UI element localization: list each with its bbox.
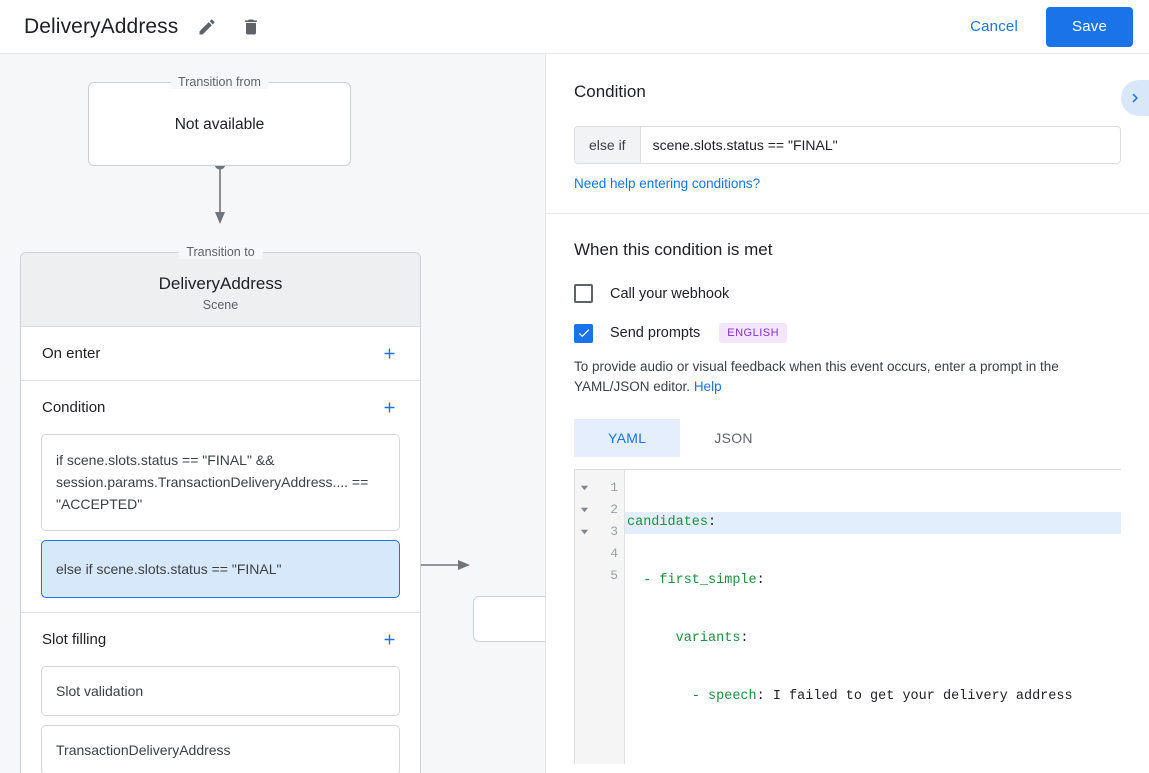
section-title-on-enter: On enter xyxy=(42,345,101,362)
tab-yaml[interactable]: YAML xyxy=(574,419,681,457)
condition-item-if[interactable]: if scene.slots.status == "FINAL" && sess… xyxy=(41,434,400,531)
cancel-button[interactable]: Cancel xyxy=(956,10,1032,43)
yaml-colon: : xyxy=(756,573,765,588)
editor-code-area[interactable]: candidates: - first_simple: variants: - … xyxy=(625,470,1121,764)
transition-to-node[interactable]: Transition to DeliveryAddress Scene On e… xyxy=(20,245,421,773)
yaml-code-editor[interactable]: 1 2 3 xyxy=(574,469,1121,764)
transition-from-title: Not available xyxy=(174,116,265,133)
yaml-colon: : xyxy=(708,515,717,530)
gutter-line: 3 xyxy=(575,520,624,542)
when-met-heading: When this condition is met xyxy=(574,240,773,259)
editor-gutter: 1 2 3 xyxy=(575,470,625,764)
send-prompts-label: Send prompts xyxy=(610,325,701,341)
code-line-1[interactable]: candidates: xyxy=(625,512,1121,534)
condition-detail-panel: Condition else if Need help entering con… xyxy=(545,54,1149,773)
send-prompts-row[interactable]: Send prompts ENGLISH xyxy=(574,323,1121,343)
code-line-4[interactable]: - speech: I failed to get your delivery … xyxy=(625,686,1121,708)
condition-help-link[interactable]: Need help entering conditions? xyxy=(574,176,761,191)
line-number: 3 xyxy=(610,523,618,539)
top-app-bar: DeliveryAddress Cancel Save xyxy=(0,0,1149,54)
condition-item-else-if[interactable]: else if scene.slots.status == "FINAL" xyxy=(41,540,400,598)
yaml-dash: - xyxy=(691,689,709,704)
section-title-condition: Condition xyxy=(42,399,106,416)
yaml-colon: : xyxy=(740,631,749,646)
yaml-indent xyxy=(627,573,643,588)
send-prompts-checkbox[interactable] xyxy=(574,323,593,343)
page-title: DeliveryAddress xyxy=(24,14,179,38)
slot-filling-list: Slot validation TransactionDeliveryAddre… xyxy=(21,666,420,773)
scene-type: Scene xyxy=(202,298,239,312)
transition-from-node[interactable]: Transition from Not available xyxy=(88,75,351,166)
chevron-right-icon[interactable] xyxy=(1121,80,1149,116)
section-slot-filling: Slot filling Slot validation Transaction… xyxy=(21,613,420,773)
fold-triangle-icon[interactable] xyxy=(575,505,593,514)
yaml-key: variants xyxy=(675,631,741,646)
yaml-colon: : xyxy=(756,689,765,704)
section-header-on-enter[interactable]: On enter xyxy=(21,327,420,380)
section-header-slot-filling[interactable]: Slot filling xyxy=(21,613,420,666)
gutter-line: 5 xyxy=(575,564,624,586)
scene-node-header: DeliveryAddress Scene xyxy=(21,253,420,327)
yaml-indent xyxy=(627,689,692,704)
line-number: 4 xyxy=(610,545,618,561)
condition-input-row: else if xyxy=(574,126,1121,164)
yaml-key: candidates xyxy=(627,515,709,530)
editor-format-tabs: YAML JSON xyxy=(574,419,1121,457)
code-line-5[interactable] xyxy=(625,744,1121,764)
condition-expression-input[interactable] xyxy=(640,127,1120,163)
code-line-3[interactable]: variants: xyxy=(625,628,1121,650)
transition-target-node[interactable] xyxy=(473,596,545,642)
section-title-slot-filling: Slot filling xyxy=(42,631,107,648)
line-number: 5 xyxy=(610,567,618,583)
section-condition: Condition if scene.slots.status == "FINA… xyxy=(21,381,420,613)
webhook-row[interactable]: Call your webhook xyxy=(574,284,1121,303)
gutter-line: 4 xyxy=(575,542,624,564)
transition-to-legend: Transition to xyxy=(178,245,263,259)
slot-item-validation[interactable]: Slot validation xyxy=(41,666,400,716)
save-button[interactable]: Save xyxy=(1046,6,1133,47)
add-condition-button[interactable] xyxy=(378,397,400,419)
yaml-key: first_simple xyxy=(659,573,757,588)
prompts-help-text: To provide audio or visual feedback when… xyxy=(574,357,1121,397)
code-line-2[interactable]: - first_simple: xyxy=(625,570,1121,592)
top-bar-actions: Cancel Save xyxy=(956,6,1149,47)
yaml-indent xyxy=(627,631,676,646)
gutter-line: 1 xyxy=(575,476,624,498)
fold-triangle-icon[interactable] xyxy=(575,483,593,492)
yaml-value: I failed to get your delivery address xyxy=(764,689,1073,704)
call-webhook-checkbox[interactable] xyxy=(574,284,593,303)
call-webhook-label: Call your webhook xyxy=(610,285,730,302)
prompts-help-link[interactable]: Help xyxy=(693,379,722,394)
condition-prefix-label: else if xyxy=(575,127,641,163)
yaml-dash: - xyxy=(643,573,660,588)
condition-list: if scene.slots.status == "FINAL" && sess… xyxy=(21,434,420,612)
section-header-condition[interactable]: Condition xyxy=(21,381,420,434)
add-slot-filling-button[interactable] xyxy=(378,629,400,651)
pencil-icon[interactable] xyxy=(192,12,222,42)
transition-from-legend: Transition from xyxy=(170,75,269,89)
prompts-help-sentence: To provide audio or visual feedback when… xyxy=(574,359,1059,394)
gutter-line: 2 xyxy=(575,498,624,520)
section-on-enter: On enter xyxy=(21,327,420,381)
condition-heading: Condition xyxy=(574,82,646,101)
language-badge: ENGLISH xyxy=(719,323,788,343)
yaml-key: speech xyxy=(708,689,757,704)
condition-block: Condition else if Need help entering con… xyxy=(546,54,1149,214)
when-condition-met-block: When this condition is met Call your web… xyxy=(546,214,1149,764)
add-on-enter-button[interactable] xyxy=(378,343,400,365)
fold-triangle-icon[interactable] xyxy=(575,527,593,536)
tab-json[interactable]: JSON xyxy=(714,430,753,446)
trash-icon[interactable] xyxy=(236,12,266,42)
slot-item-transaction-delivery-address[interactable]: TransactionDeliveryAddress xyxy=(41,725,400,773)
line-number: 2 xyxy=(610,501,618,517)
flow-canvas[interactable]: Transition from Not available Transition… xyxy=(0,54,545,773)
line-number: 1 xyxy=(610,479,618,495)
scene-name: DeliveryAddress xyxy=(158,274,283,293)
